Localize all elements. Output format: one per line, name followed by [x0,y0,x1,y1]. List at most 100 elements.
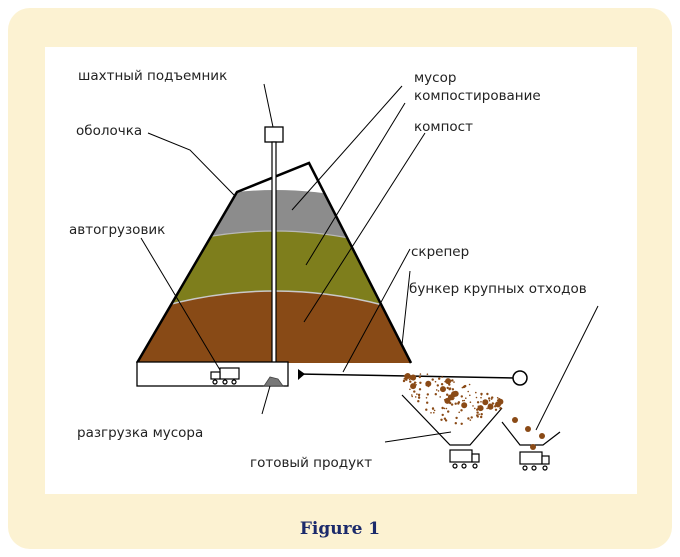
label-product: готовый продукт [250,455,372,471]
product-particle [461,402,468,409]
product-particle [445,407,448,410]
product-particle [491,396,494,399]
product-particle [488,399,491,402]
label-unloading: разгрузка мусора [77,425,203,441]
product-particle [454,402,457,405]
product-particle [463,399,466,402]
product-particle [443,399,446,401]
product-particle [487,403,494,410]
product-particle [476,415,479,418]
label-shell: оболочка [76,123,142,139]
truck-icon [449,449,480,469]
product-particle [403,375,406,377]
product-particle [417,393,421,396]
product-particle [439,396,442,398]
product-particle [469,419,472,421]
product-particle [427,382,430,385]
product-particle [417,400,420,403]
lift-shaft [271,141,277,366]
product-particle [475,396,478,399]
lift-cabin [264,126,284,143]
product-particle [486,407,488,410]
label-compost: компост [414,119,473,135]
product-particle [426,393,429,396]
product-particle [430,412,432,414]
product-particle [479,408,482,410]
product-particle [469,394,471,397]
product-particle [492,402,495,405]
product-particle [486,392,489,396]
product-particle [478,413,480,416]
product-particle [444,419,448,422]
product-particle [467,390,470,393]
product-particle [436,384,439,387]
product-particle [476,401,480,404]
label-composting: компостирование [414,88,541,104]
product-particle [481,407,483,410]
product-particle [480,413,483,416]
product-particle [494,408,498,411]
product-particle [451,397,454,401]
product-particle [412,378,415,381]
product-particle [477,405,480,408]
product-particle [453,381,455,383]
product-particle [403,378,406,380]
product-particle [408,378,411,381]
product-particle [432,408,434,410]
product-particle [440,383,444,386]
scraper-winch [512,370,528,386]
product-particle [441,413,444,417]
product-particle [440,418,443,421]
product-particle [441,387,445,390]
product-particle [411,394,413,396]
product-particle [426,401,429,404]
product-particle [418,375,421,379]
scraper-blade [298,369,305,380]
label-lift: шахтный подъемник [78,68,227,84]
product-particle [414,381,417,384]
product-particle [460,422,463,425]
product-particle [490,398,493,400]
product-particle [460,409,463,412]
product-particle [425,397,428,399]
product-particle [402,379,406,383]
product-particle [425,384,428,387]
product-particle [462,399,464,402]
product-particle [476,408,479,411]
product-particle [419,381,422,384]
product-particle [404,374,407,376]
product-particle [455,416,458,420]
product-particle [437,390,440,392]
product-particle [472,405,474,407]
product-particle [419,373,422,375]
product-particle [450,403,454,406]
product-particle [431,378,434,381]
product-particle [443,407,446,410]
product-particle [433,409,436,412]
product-particle [446,379,449,382]
product-particle [425,408,428,411]
product-particle [434,393,437,396]
product-particle [457,402,460,405]
product-particle [449,401,452,405]
product-particle [480,396,482,399]
figure-caption: Figure 1 [299,519,381,539]
product-particle [416,393,418,395]
product-particle [413,390,416,393]
product-particle [409,388,411,391]
product-particle [490,404,493,407]
product-particle [435,389,438,391]
product-particle [441,406,444,410]
product-particle [443,417,447,420]
product-particle [465,397,467,400]
product-particle [470,416,473,419]
product-particle [451,391,457,398]
label-trash: мусор [414,70,456,86]
truck-icon [210,367,240,385]
product-particle [499,407,502,410]
product-particle [434,380,437,383]
product-particle [448,388,451,391]
label-bunker: бункер крупных отходов [409,281,587,297]
product-particle [488,406,491,408]
